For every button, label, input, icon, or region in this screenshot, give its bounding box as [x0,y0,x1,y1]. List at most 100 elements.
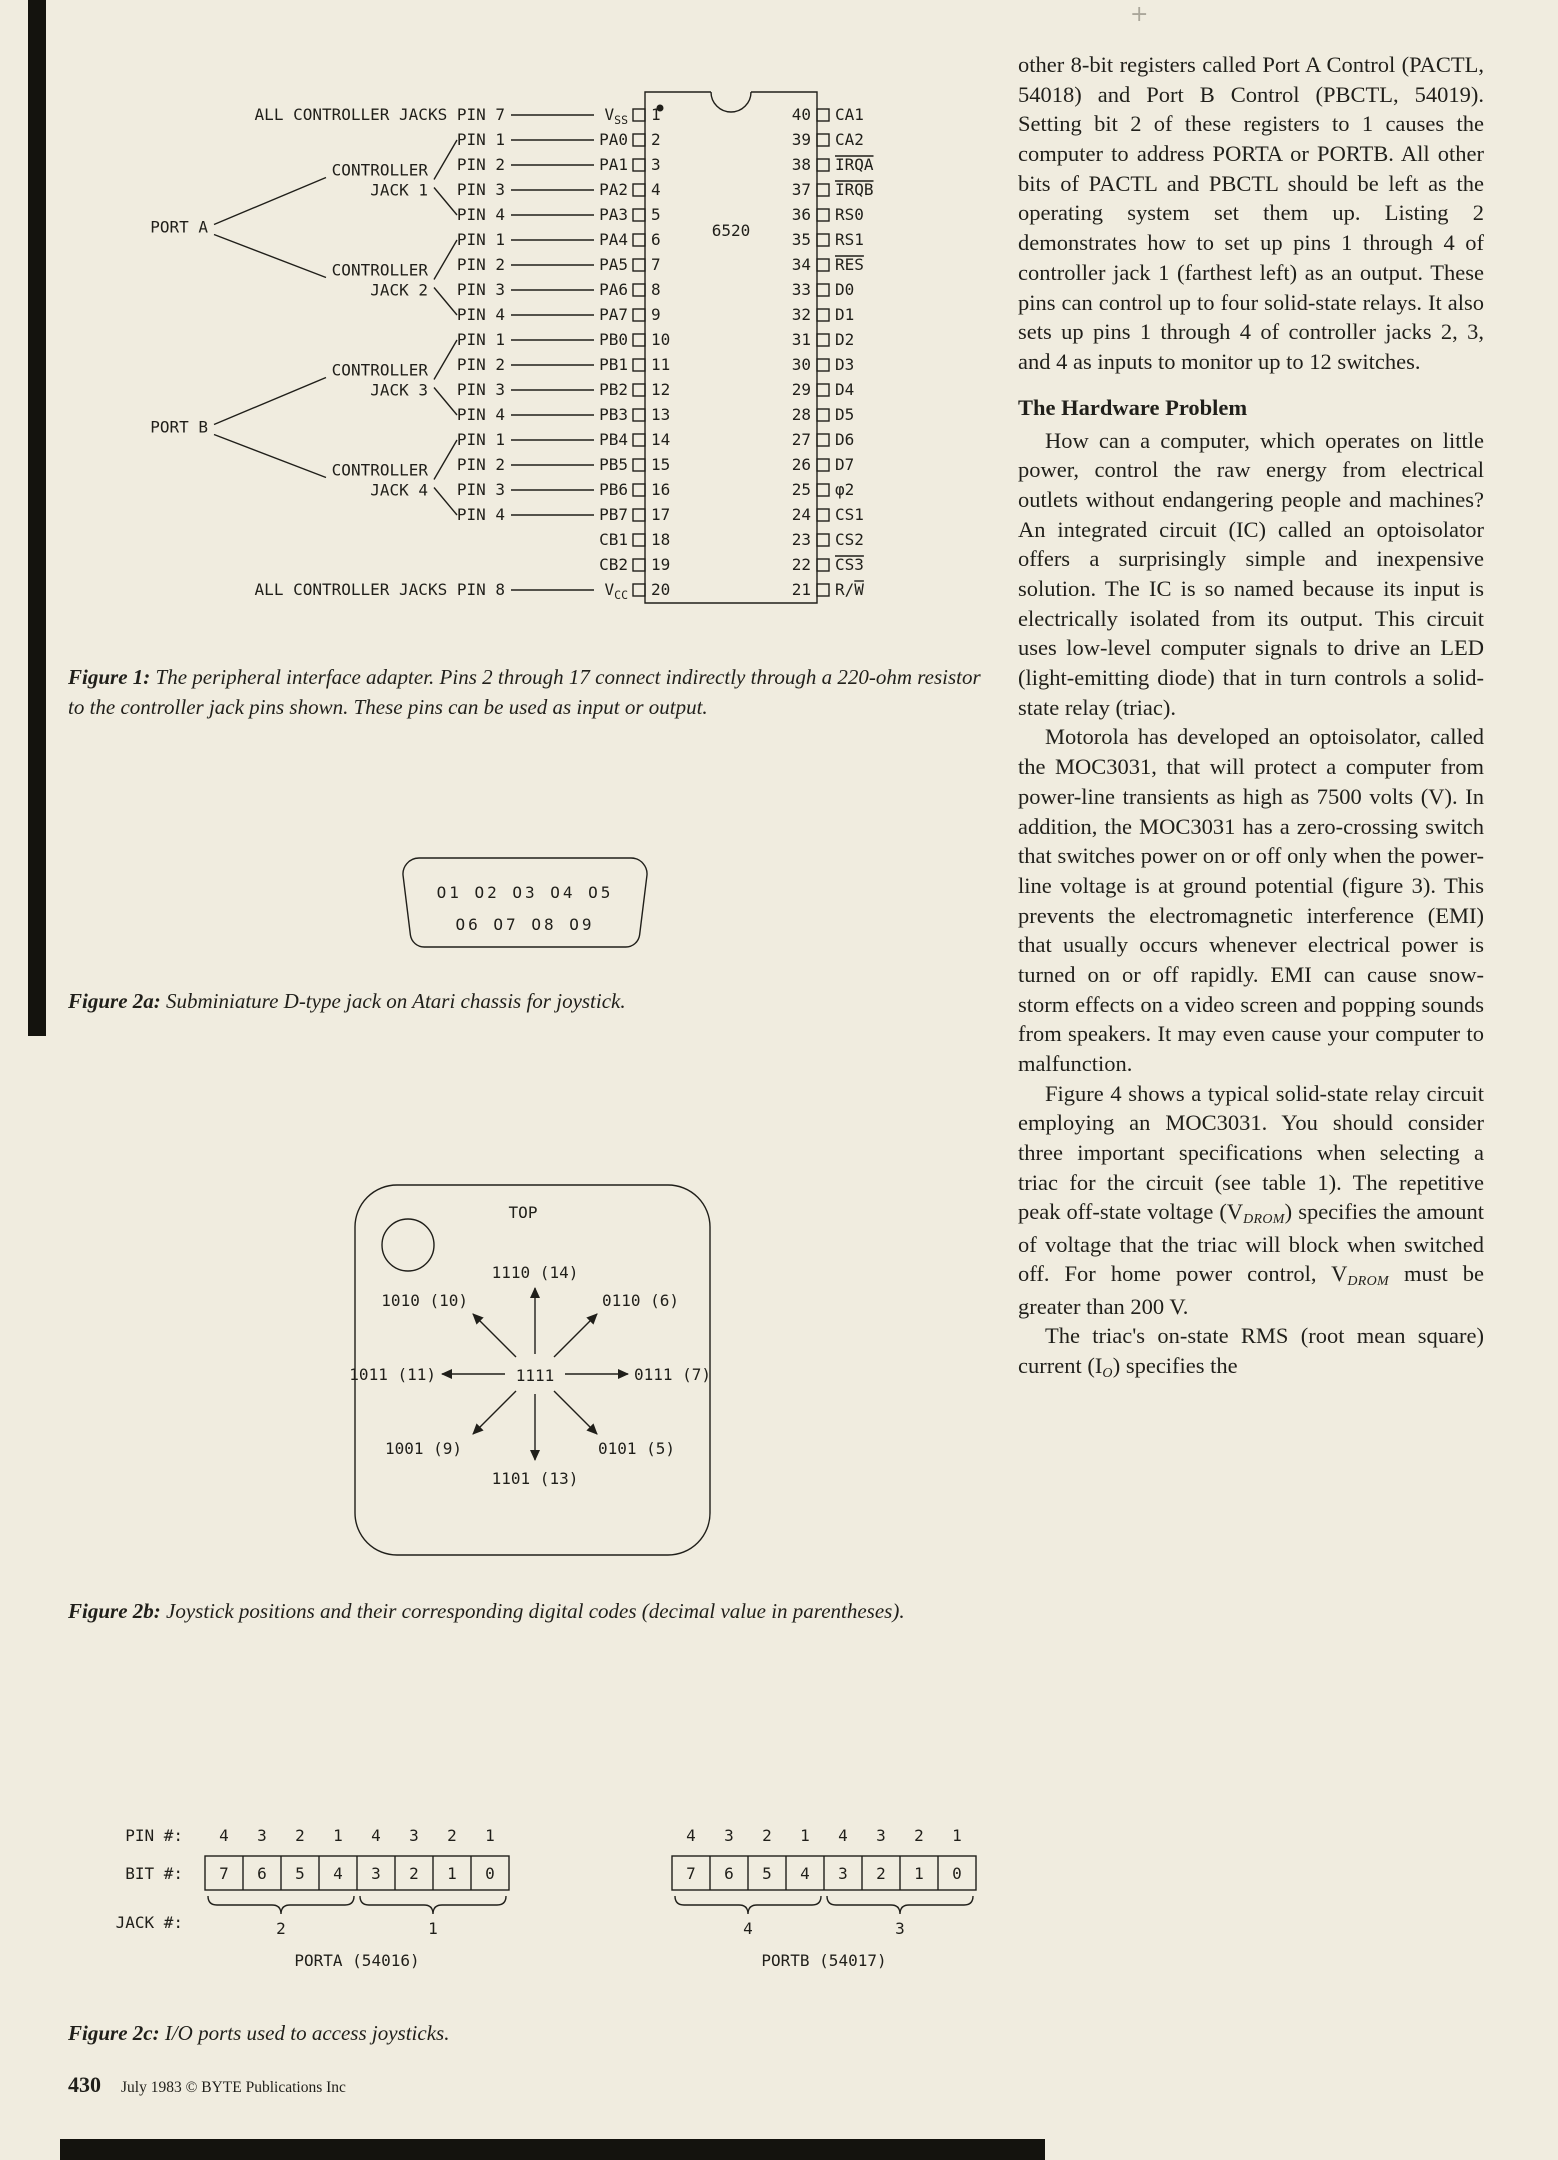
jack-number: 4 [743,1919,753,1938]
pin-number: 31 [792,330,811,349]
subscript-text: O [1102,1365,1113,1381]
pin-number: 27 [792,430,811,449]
pin-number: 26 [792,455,811,474]
pin-signal-label: RS0 [835,205,864,224]
fan-line [433,139,458,180]
figure1-caption-lead: Figure 1: [68,665,151,689]
pin-signal-label: PB4 [599,430,628,449]
bit-number: 5 [295,1864,305,1883]
body-text: other 8-bit registers called Port A Cont… [1018,52,1484,374]
pin-number: 14 [651,430,670,449]
pin-box [816,508,830,522]
fan-line [213,376,327,426]
figure2c-caption-lead: Figure 2c: [68,2021,160,2045]
bit-number: 5 [762,1864,772,1883]
direction-code: 1011 (11) [349,1365,436,1384]
figure2b-caption: Figure 2b: Joystick positions and their … [68,1596,998,1626]
pin-signal-label: PB6 [599,480,628,499]
pin-box [816,358,830,372]
controller-jack-pin-note: PIN 4 [457,505,505,524]
figure2c-caption: Figure 2c: I/O ports used to access joys… [68,2018,996,2048]
pin-box [632,533,646,547]
pin-box [816,333,830,347]
controller-jack-pin-note: PIN 1 [457,330,505,349]
pin-number: 40 [792,105,811,124]
controller-jack-pin-note: PIN 3 [457,480,505,499]
pin-box [816,583,830,597]
pin-order-number: 3 [257,1826,267,1845]
controller-jack-pin-note: PIN 1 [457,130,505,149]
bit-number: 1 [914,1864,924,1883]
jack-brace [826,1895,974,1915]
pin-signal-label: PB1 [599,355,628,374]
controller-jack-pin-note: PIN 3 [457,280,505,299]
pin-box [632,433,646,447]
pin-number: 2 [651,130,661,149]
bit-number: 1 [447,1864,457,1883]
figure1-caption-text: The peripheral interface adapter. Pins 2… [68,665,981,720]
controller-jack-label: CONTROLLER [332,261,429,280]
bit-number: 2 [876,1864,886,1883]
pin-signal-label: VSS [605,105,629,127]
jack-row-label: JACK #: [116,1913,183,1932]
fan-line [433,439,458,480]
fan-line [433,487,458,516]
pin-signal-label: RS1 [835,230,864,249]
pin-signal-label: CS3 [835,555,864,574]
figure2b-caption-text: Joystick positions and their correspondi… [160,1599,905,1623]
direction-arrow-down-right [553,1390,598,1435]
pin-number: 30 [792,355,811,374]
fan-line [433,339,458,380]
pin-signal-label: D0 [835,280,854,299]
figure2b-caption-lead: Figure 2b: [68,1599,161,1623]
print-registration-mark: + [1130,2,1149,27]
pin-order-number: 2 [447,1826,457,1845]
pin-box [816,233,830,247]
figure2a-caption-lead: Figure 2a: [68,989,161,1013]
pin-signal-label: VCC [605,580,629,602]
paragraph: other 8-bit registers called Port A Cont… [1018,50,1484,377]
pin-number: 19 [651,555,670,574]
body-text: The triac's on-state RMS (root mean squa… [1018,1323,1484,1379]
top-label: TOP [509,1203,538,1222]
pin-box [632,408,646,422]
pin-box [816,308,830,322]
controller-jack-label: JACK 2 [370,281,428,300]
pin-box [816,183,830,197]
pin-number: 25 [792,480,811,499]
controller-jack-label: CONTROLLER [332,161,429,180]
pin-box [632,558,646,572]
subscript-text: DROM [1347,1274,1389,1290]
pin-box [632,333,646,347]
port-label: PORT A [150,218,208,237]
pin-order-number: 4 [838,1826,848,1845]
fan-line [213,233,327,279]
pin-signal-label: PB3 [599,405,628,424]
figure1-caption: Figure 1: The peripheral interface adapt… [68,662,996,723]
pin-number: 35 [792,230,811,249]
jack-number: 2 [276,1919,286,1938]
pin-order-number: 4 [219,1826,229,1845]
center-code: 1111 [516,1366,555,1385]
pin-box [816,133,830,147]
pin-box [632,283,646,297]
pin-number: 39 [792,130,811,149]
bit-number: 6 [724,1864,734,1883]
pin-number: 1 [651,105,661,124]
jack-brace [674,1895,822,1915]
pin-order-number: 3 [409,1826,419,1845]
stick-circle [381,1218,435,1272]
pin-box [816,108,830,122]
pin-box [632,108,646,122]
pin-box [632,258,646,272]
pin-box [816,558,830,572]
pin-order-number: 1 [800,1826,810,1845]
pin-box [816,458,830,472]
body-text: Figure 4 shows a typical solid-state rel… [1018,1080,1484,1225]
controller-jack-label: JACK 1 [370,181,428,200]
bit-number: 2 [409,1864,419,1883]
pin-number: 5 [651,205,661,224]
page-number: 430 [68,2072,101,2097]
